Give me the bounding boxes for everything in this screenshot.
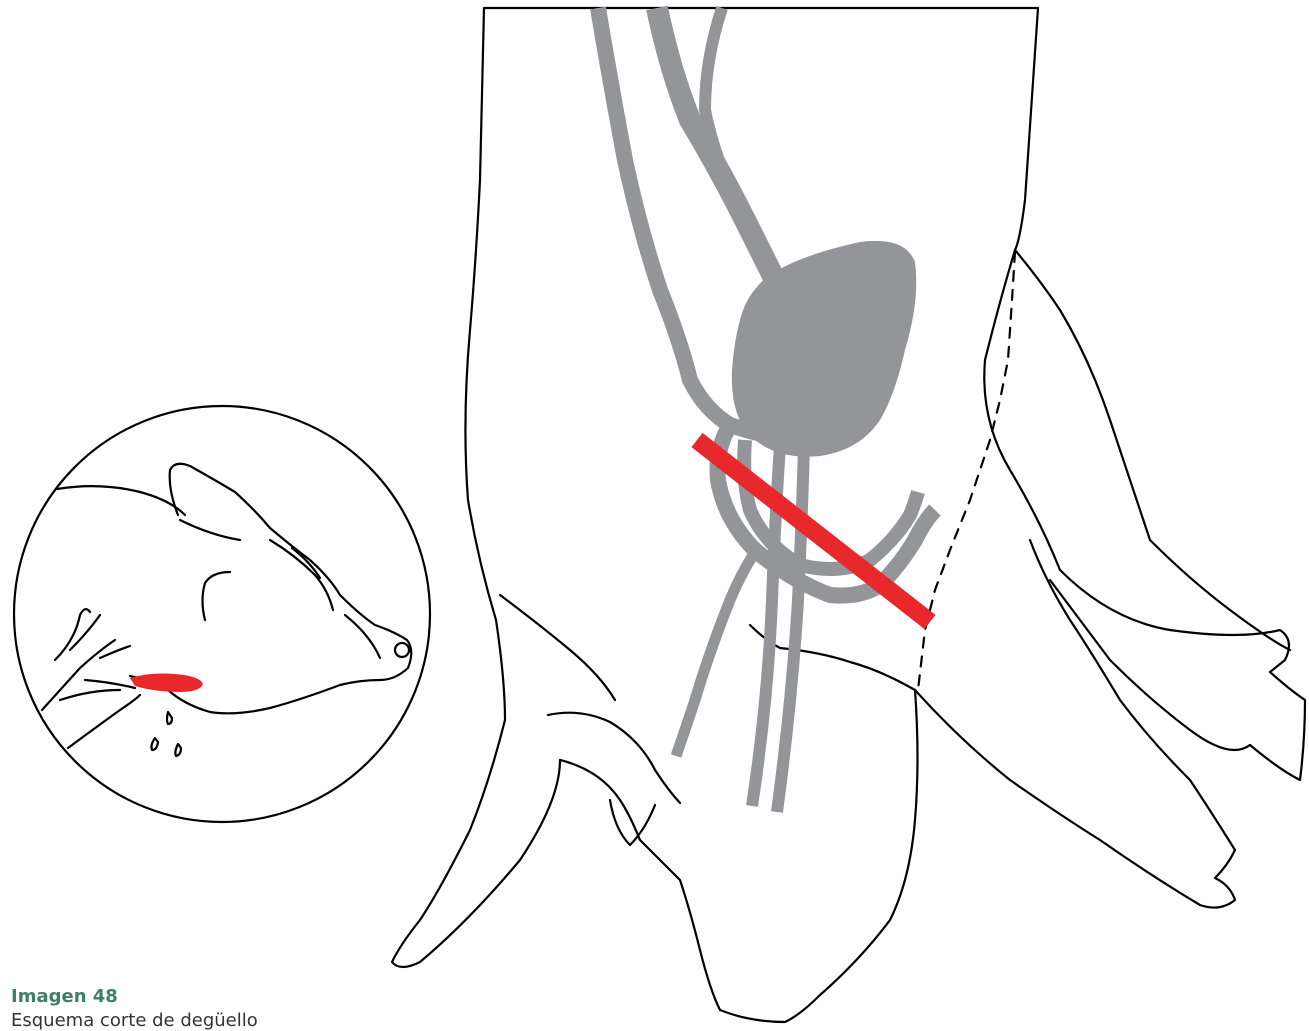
blood-drop-3: [175, 744, 181, 756]
cut-mark: [130, 674, 203, 693]
carcass-outline: [392, 8, 1305, 1022]
blood-drop-1: [167, 712, 172, 724]
inset-pig-head: [14, 406, 430, 822]
blood-vessels: [598, 8, 935, 812]
figure-caption-text: Esquema corte de degüello: [11, 1010, 258, 1031]
blood-drop-2: [151, 738, 158, 750]
figure-caption-title: Imagen 48: [11, 986, 118, 1007]
